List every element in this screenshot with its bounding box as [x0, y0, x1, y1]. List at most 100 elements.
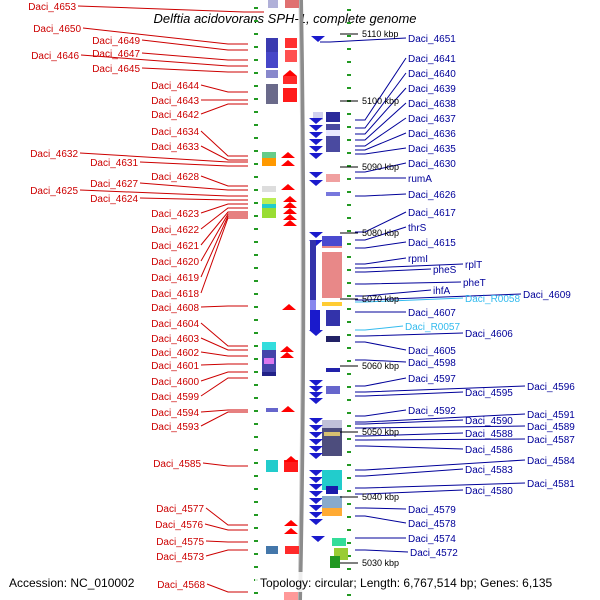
gene-label[interactable]: rpmI — [408, 254, 428, 265]
gene-label[interactable]: Daci_4615 — [408, 238, 456, 249]
gene-label[interactable]: Daci_4576 — [155, 520, 203, 531]
gene-label[interactable]: Daci_4621 — [151, 241, 199, 252]
gene-label[interactable]: Daci_4643 — [151, 96, 199, 107]
reverse-gene-arrow — [309, 498, 323, 504]
gene-label[interactable]: Daci_4623 — [151, 209, 199, 220]
gene-label[interactable]: Daci_4587 — [527, 435, 575, 446]
reverse-gene-arrow — [309, 146, 323, 152]
cds-block — [262, 186, 276, 192]
gene-label[interactable]: Daci_4627 — [90, 179, 138, 190]
gene-label[interactable]: Daci_4653 — [28, 2, 76, 13]
gene-label[interactable]: Daci_4651 — [408, 34, 456, 45]
accession-label: Accession: NC_010002 — [9, 576, 135, 590]
gene-label[interactable]: Daci_4574 — [408, 534, 456, 545]
gene-label[interactable]: Daci_4606 — [465, 329, 513, 340]
leader-line — [355, 377, 407, 387]
gene-label[interactable]: Daci_4581 — [527, 479, 575, 490]
gene-label[interactable]: Daci_4596 — [527, 382, 575, 393]
gene-label[interactable]: Daci_4586 — [465, 445, 513, 456]
leader-line — [320, 37, 407, 43]
gene-label[interactable]: Daci_4602 — [151, 348, 199, 359]
reverse-gene-arrow — [311, 536, 325, 542]
gene-label[interactable]: Daci_4619 — [151, 273, 199, 284]
gene-label[interactable]: Daci_4646 — [31, 51, 79, 62]
gene-label[interactable]: rumA — [408, 174, 432, 185]
leader-line — [355, 515, 407, 524]
leader-line — [200, 217, 248, 294]
gene-label[interactable]: Daci_4618 — [151, 289, 199, 300]
gene-label[interactable]: Daci_4572 — [410, 548, 458, 559]
gene-label[interactable]: Daci_4650 — [33, 24, 81, 35]
gene-label[interactable]: Daci_4633 — [151, 142, 199, 153]
gene-label[interactable]: Daci_4607 — [408, 308, 456, 319]
gene-label[interactable]: Daci_4635 — [408, 144, 456, 155]
gene-label[interactable]: Daci_4628 — [151, 172, 199, 183]
gene-label[interactable]: Daci_4608 — [151, 303, 199, 314]
gene-label[interactable]: Daci_R0058 — [465, 294, 520, 305]
gene-label[interactable]: Daci_4589 — [527, 422, 575, 433]
gene-label[interactable]: Daci_4590 — [465, 416, 513, 427]
gene-label[interactable]: Daci_4594 — [151, 408, 199, 419]
gene-label[interactable]: Daci_4622 — [151, 225, 199, 236]
gene-label[interactable]: Daci_4568 — [157, 580, 205, 591]
gene-label[interactable]: Daci_4609 — [523, 290, 571, 301]
gene-label[interactable]: Daci_4647 — [92, 49, 140, 60]
gene-label[interactable]: Daci_4577 — [156, 504, 204, 515]
gene-label[interactable]: Daci_4649 — [92, 36, 140, 47]
gene-label[interactable]: Daci_4640 — [408, 69, 456, 80]
gene-label[interactable]: Daci_4592 — [408, 406, 456, 417]
gene-label[interactable]: Daci_4573 — [156, 552, 204, 563]
gene-label[interactable]: Daci_4575 — [156, 537, 204, 548]
gene-label[interactable]: Daci_4591 — [527, 410, 575, 421]
gene-label[interactable]: Daci_4630 — [408, 159, 456, 170]
gene-label[interactable]: Daci_4642 — [151, 110, 199, 121]
gene-label[interactable]: Daci_4637 — [408, 114, 456, 125]
gene-label[interactable]: Daci_R0057 — [405, 322, 460, 333]
gene-label[interactable]: Daci_4641 — [408, 54, 456, 65]
gene-label[interactable]: Daci_4585 — [153, 459, 201, 470]
gene-label[interactable]: Daci_4599 — [151, 392, 199, 403]
gene-label[interactable]: Daci_4624 — [90, 194, 138, 205]
leader-line — [355, 409, 407, 417]
leader-line — [355, 211, 407, 233]
forward-gene-arrow — [283, 214, 297, 220]
gene-label[interactable]: Daci_4625 — [30, 186, 78, 197]
cds-block — [322, 236, 342, 246]
gene-label[interactable]: Daci_4579 — [408, 505, 456, 516]
gene-label[interactable]: Daci_4583 — [465, 465, 513, 476]
gene-label[interactable]: Daci_4604 — [151, 319, 199, 330]
gene-label[interactable]: Daci_4634 — [151, 127, 199, 138]
gene-label[interactable]: Daci_4645 — [92, 64, 140, 75]
gene-label[interactable]: Daci_4636 — [408, 129, 456, 140]
gene-label[interactable]: Daci_4580 — [465, 486, 513, 497]
gene-label[interactable]: Daci_4600 — [151, 377, 199, 388]
gene-label[interactable]: Daci_4593 — [151, 422, 199, 433]
gene-label[interactable]: Daci_4601 — [151, 361, 199, 372]
gene-label[interactable]: pheS — [433, 265, 457, 276]
gene-label[interactable]: Daci_4632 — [30, 149, 78, 160]
gene-label[interactable]: Daci_4603 — [151, 334, 199, 345]
gene-label[interactable]: Daci_4578 — [408, 519, 456, 530]
gene-label[interactable]: ihfA — [433, 286, 451, 297]
gene-label[interactable]: Daci_4595 — [465, 388, 513, 399]
gene-label[interactable]: Daci_4584 — [527, 456, 575, 467]
gene-label[interactable]: Daci_4639 — [408, 84, 456, 95]
gene-label[interactable]: thrS — [408, 223, 427, 234]
gene-label[interactable]: Daci_4644 — [151, 81, 199, 92]
gene-label[interactable]: pheT — [463, 278, 486, 289]
gene-label[interactable]: Daci_4617 — [408, 208, 456, 219]
gene-label[interactable]: rplT — [465, 260, 482, 271]
gene-label[interactable]: Daci_4605 — [408, 346, 456, 357]
gene-label[interactable]: Daci_4626 — [408, 190, 456, 201]
gene-label[interactable]: Daci_4597 — [408, 374, 456, 385]
left-gene-labels: Daci_4653Daci_4650Daci_4649Daci_4647Daci… — [28, 2, 205, 591]
cds-block — [266, 70, 278, 78]
gene-label[interactable]: Daci_4598 — [408, 358, 456, 369]
gene-label[interactable]: Daci_4620 — [151, 257, 199, 268]
reverse-gene-arrow — [309, 477, 323, 483]
gene-label[interactable]: Daci_4588 — [465, 429, 513, 440]
leader-line — [200, 103, 248, 115]
gene-label[interactable]: Daci_4631 — [90, 158, 138, 169]
gene-label[interactable]: Daci_4638 — [408, 99, 456, 110]
